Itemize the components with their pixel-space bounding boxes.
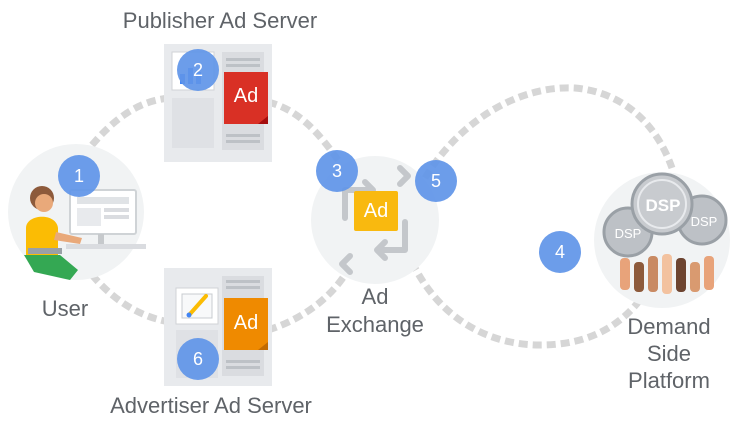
svg-text:6: 6	[193, 349, 203, 369]
dsp-label-line2: Side	[647, 341, 691, 366]
dsp-label-line3: Platform	[628, 368, 710, 393]
svg-text:DSP: DSP	[615, 226, 642, 241]
step-6: 6	[177, 338, 219, 380]
dsp-coin-center: DSP	[630, 172, 694, 236]
svg-text:2: 2	[193, 60, 203, 80]
svg-text:Ad: Ad	[234, 312, 258, 334]
advertiser-ad-server-label: Advertiser Ad Server	[110, 393, 312, 418]
exchange-ad-tag	[354, 191, 398, 231]
svg-text:Ad: Ad	[234, 85, 258, 107]
publisher-ad-server-label: Publisher Ad Server	[123, 8, 317, 33]
step-5: 5	[415, 160, 457, 202]
svg-text:DSP: DSP	[646, 196, 681, 215]
svg-text:1: 1	[74, 166, 84, 186]
flow-user-to-advertiser	[89, 272, 171, 326]
dsp-label-line1: Demand	[627, 314, 710, 339]
user-node	[8, 144, 146, 280]
user-at-computer-icon	[24, 186, 146, 280]
svg-text:4: 4	[555, 242, 565, 262]
flow-user-to-publisher	[89, 94, 171, 148]
svg-text:DSP: DSP	[691, 214, 718, 229]
dsp-node: DSP DSP DSP	[594, 172, 730, 308]
step-2: 2	[177, 49, 219, 91]
exchange-label-line1: Ad	[362, 284, 389, 309]
flow-exchange-to-dsp-top	[422, 84, 676, 180]
step-4: 4	[539, 231, 581, 273]
flow-advertiser-to-exchange	[266, 268, 352, 334]
publisher-ad-tag: Ad	[224, 72, 268, 124]
dsp-hands-icon	[620, 254, 714, 294]
user-label: User	[42, 296, 88, 321]
step-1: 1	[58, 155, 100, 197]
flow-exchange-to-dsp-bottom	[408, 260, 643, 349]
exchange-ad-tag-text: Ad	[364, 200, 388, 222]
flow-publisher-to-exchange	[267, 98, 341, 163]
svg-text:3: 3	[332, 161, 342, 181]
exchange-label-line2: Exchange	[326, 312, 424, 337]
advertiser-ad-tag: Ad	[224, 298, 268, 350]
svg-text:5: 5	[431, 171, 441, 191]
pen-canvas-icon	[181, 293, 213, 319]
flow-paths	[89, 84, 676, 349]
step-3: 3	[316, 150, 358, 192]
